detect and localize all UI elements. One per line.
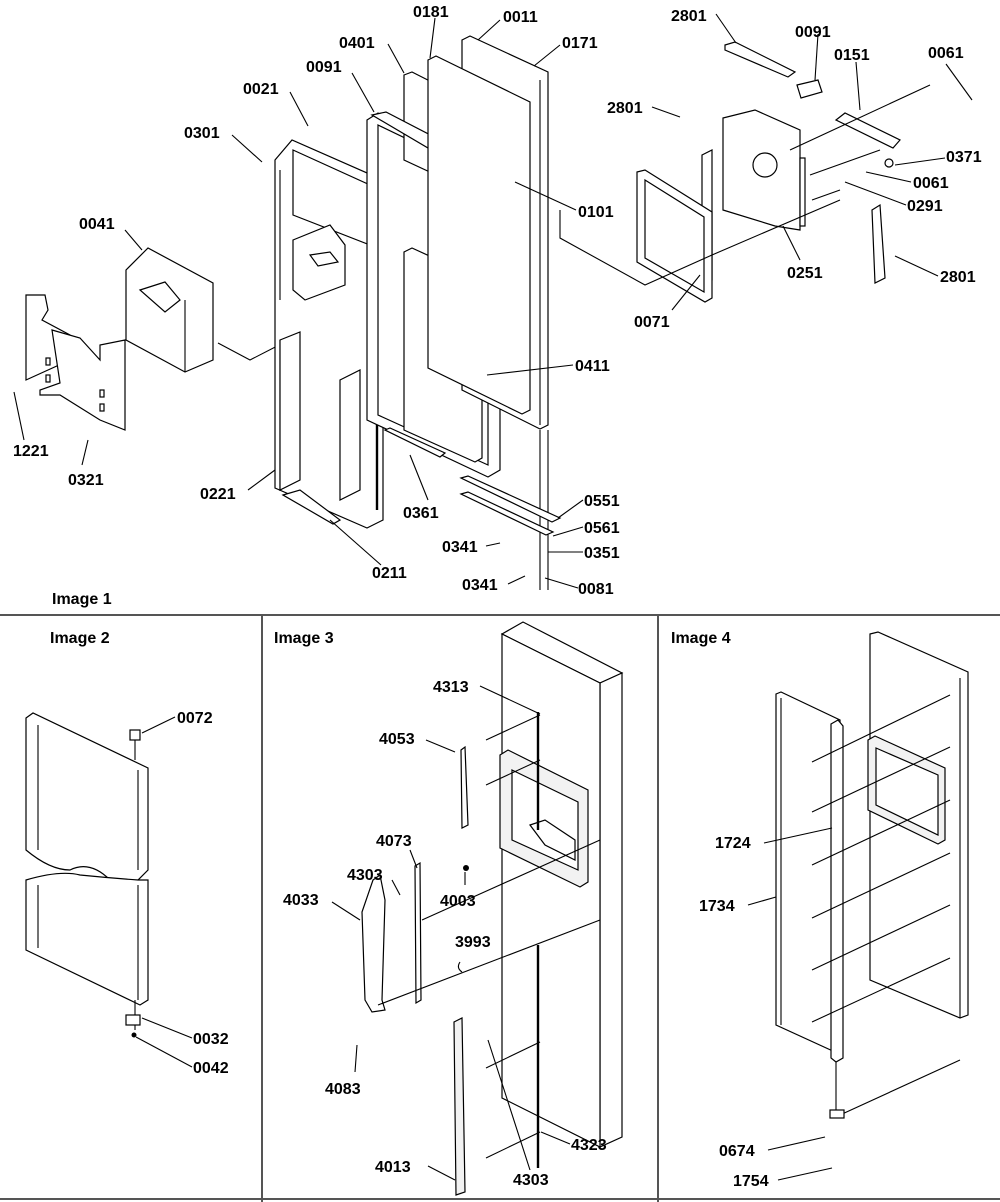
part-0151 <box>834 112 901 149</box>
panel-image-3: Image 3 4313 4053 4073 <box>274 621 624 1196</box>
callout-label: 4053 <box>379 731 415 748</box>
callout-label: 0251 <box>787 265 823 282</box>
part-0011-outer-door <box>427 35 549 590</box>
part-0072-cap <box>129 729 141 741</box>
callouts-image-3: 4313 4053 4073 4303 4003 4033 3993 4083 … <box>283 679 607 1189</box>
callout-label: 0091 <box>306 59 342 76</box>
callout-label: 0291 <box>907 198 943 215</box>
callout-label: 0061 <box>928 45 964 62</box>
part-4033-handle <box>361 873 386 1013</box>
callouts-image-1: 0181 0011 0171 0401 0091 0021 0301 2801 … <box>13 4 982 598</box>
part-0361 <box>383 427 447 458</box>
part-panel-left <box>25 294 126 431</box>
callout-label: 4303 <box>347 867 383 884</box>
callout-label: 0371 <box>946 149 982 166</box>
callout-label: 0081 <box>578 581 614 598</box>
callout-label: 0091 <box>795 24 831 41</box>
part-0551-bracket <box>459 475 562 536</box>
callout-label: 0181 <box>413 4 449 21</box>
callout-label: 0011 <box>503 9 538 26</box>
callout-label: 1221 <box>13 443 49 460</box>
callout-label: 0411 <box>575 358 610 375</box>
panel-image-4: Image 4 1724 1734 <box>671 630 969 1190</box>
callout-label: 4073 <box>376 833 412 850</box>
part-0251-housing <box>722 109 806 231</box>
callout-label: 2801 <box>607 100 643 117</box>
callout-label: 4323 <box>571 1137 607 1154</box>
callout-label: 0171 <box>562 35 598 52</box>
callout-label: 0042 <box>193 1060 229 1077</box>
part-2801-right <box>871 203 886 284</box>
callout-label: 3993 <box>455 934 491 951</box>
callout-label: 0221 <box>200 486 236 503</box>
callouts-image-2: 0072 0032 0042 <box>135 710 229 1077</box>
callout-label: 1724 <box>715 835 751 852</box>
callout-label: 1734 <box>699 898 735 915</box>
callout-label: 0032 <box>193 1031 229 1048</box>
part-door-frame <box>25 712 149 1030</box>
callout-label: 4003 <box>440 893 476 910</box>
callout-label: 2801 <box>940 269 976 286</box>
callout-label: 0341 <box>442 539 478 556</box>
callout-label: 0301 <box>184 125 220 142</box>
callout-label: 0321 <box>68 472 104 489</box>
callout-label: 4013 <box>375 1159 411 1176</box>
callout-label: 0151 <box>834 47 870 64</box>
part-0041-housing <box>125 247 214 373</box>
part-1734-liner <box>775 691 841 1053</box>
callout-label: 0071 <box>634 314 670 331</box>
part-4073-trim <box>414 861 422 1005</box>
panel-title: Image 4 <box>671 630 731 647</box>
part-0042-screw <box>131 1032 137 1038</box>
callout-label: 0401 <box>339 35 375 52</box>
callout-label: 2801 <box>671 8 707 25</box>
callout-label: 1754 <box>733 1173 769 1190</box>
callout-label: 0674 <box>719 1143 755 1160</box>
panel-title: Image 2 <box>50 630 110 647</box>
part-0371 <box>884 158 894 168</box>
callout-label: 0061 <box>913 175 949 192</box>
panel-image-1: Image 1 <box>13 4 982 608</box>
callout-label: 4303 <box>513 1172 549 1189</box>
part-4013-trim <box>453 1017 466 1196</box>
panel-title: Image 3 <box>274 630 334 647</box>
callout-label: 0561 <box>584 520 620 537</box>
part-1754-hinge <box>829 1109 845 1119</box>
callout-label: 4083 <box>325 1081 361 1098</box>
callout-label: 0041 <box>79 216 115 233</box>
panel-image-2: Image 2 0072 0032 0042 <box>25 630 229 1077</box>
panel-title: Image 1 <box>52 591 112 608</box>
callout-label: 4033 <box>283 892 319 909</box>
screws-image-4 <box>811 694 961 1116</box>
callout-label: 0351 <box>584 545 620 562</box>
callout-label: 0101 <box>578 204 614 221</box>
callouts-image-4: 1724 1734 0674 1754 <box>699 827 833 1190</box>
callout-label: 0341 <box>462 577 498 594</box>
part-door-body <box>500 621 624 1148</box>
part-0032-hinge <box>125 1014 141 1026</box>
part-0091-block <box>796 79 823 99</box>
callout-label: 4313 <box>433 679 469 696</box>
part-1724-trim <box>830 719 844 1063</box>
callout-label: 0021 <box>243 81 279 98</box>
callout-label: 0361 <box>403 505 439 522</box>
part-4053-trim <box>460 745 469 829</box>
callout-label: 0551 <box>584 493 620 510</box>
part-dispenser-housing <box>499 749 589 888</box>
part-2801-top <box>724 41 797 78</box>
callout-label: 0072 <box>177 710 213 727</box>
callout-label: 0211 <box>372 565 407 582</box>
part-0071-frame <box>636 169 713 303</box>
